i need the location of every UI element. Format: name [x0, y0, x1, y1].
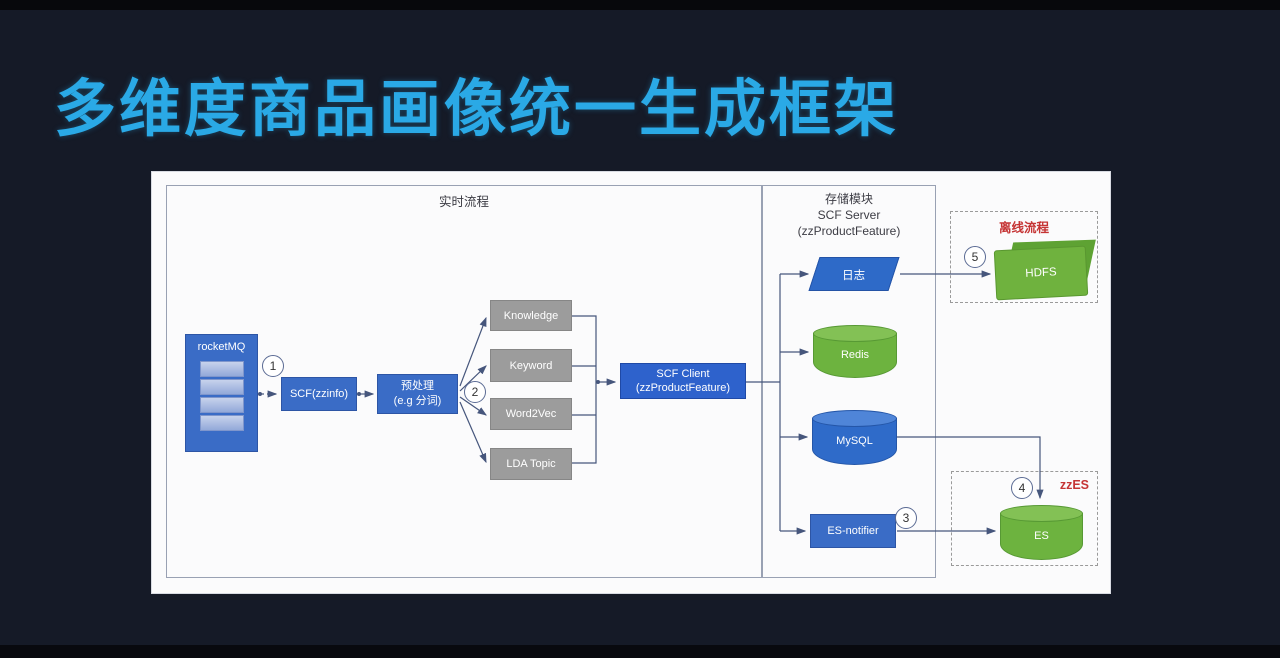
mysql-cylinder-top: [812, 410, 897, 427]
letterbox-bottom: [0, 645, 1280, 658]
step-circle-4: 4: [1011, 477, 1033, 499]
offline-process-label: 离线流程: [998, 221, 1049, 235]
node-scf-client: SCF Client (zzProductFeature): [620, 363, 746, 399]
queue-row: [199, 379, 244, 395]
node-redis-cylinder: Redis: [813, 325, 897, 378]
message-queue-graphic: [199, 361, 244, 433]
mysql-label: MySQL: [836, 434, 873, 447]
zzes-group: zzES: [951, 471, 1098, 566]
queue-row: [199, 361, 244, 377]
scf-client-line1: SCF Client: [656, 368, 710, 380]
es-label: ES: [1034, 529, 1049, 542]
hdfs-label: HDFS: [993, 245, 1089, 301]
es-cylinder-top: [1000, 505, 1083, 522]
offline-process-group: 离线流程: [950, 211, 1098, 303]
queue-row: [199, 415, 244, 431]
node-hdfs: HDFS: [993, 239, 1096, 301]
storage-label-line2: SCF Server: [817, 208, 881, 222]
node-es-notifier: ES-notifier: [810, 514, 896, 548]
section-storage-label: 存储模块 SCF Server (zzProductFeature): [763, 191, 935, 239]
section-storage: 存储模块 SCF Server (zzProductFeature): [762, 185, 936, 578]
step-circle-3: 3: [895, 507, 917, 529]
node-mysql-cylinder: MySQL: [812, 410, 897, 465]
node-rocketmq: rocketMQ: [185, 334, 258, 452]
node-word2vec: Word2Vec: [490, 398, 572, 430]
node-preprocess: 预处理 (e.g 分词): [377, 374, 458, 414]
storage-label-line1: 存储模块: [824, 192, 873, 206]
step-circle-2: 2: [464, 381, 486, 403]
node-knowledge: Knowledge: [490, 300, 572, 331]
rocketmq-label: rocketMQ: [197, 341, 246, 353]
redis-cylinder-top: [813, 325, 897, 342]
zzes-label: zzES: [1059, 478, 1089, 492]
step-circle-1: 1: [262, 355, 284, 377]
connector-lines: [258, 270, 1044, 535]
scf-client-line2: (zzProductFeature): [635, 382, 731, 394]
diagram-panel: 实时流程 存储模块 SCF Server (zzProductFeature) …: [152, 172, 1110, 593]
storage-label-line3: (zzProductFeature): [797, 224, 901, 238]
node-lda-topic: LDA Topic: [490, 448, 572, 480]
page-title: 多维度商品画像统一生成框架: [54, 75, 900, 144]
redis-label: Redis: [840, 348, 870, 361]
log-label: 日志: [842, 270, 866, 282]
node-scf-zzinfo: SCF(zzinfo): [281, 377, 357, 411]
queue-row: [199, 397, 244, 413]
node-log-parallelogram: 日志: [808, 257, 900, 291]
node-keyword: Keyword: [490, 349, 572, 382]
letterbox-top: [0, 0, 1280, 10]
step-circle-5: 5: [964, 246, 986, 268]
preprocess-line2: (e.g 分词): [393, 395, 442, 407]
preprocess-line1: 预处理: [401, 380, 434, 392]
section-realtime-label: 实时流程: [438, 195, 489, 209]
node-es-cylinder: ES: [1000, 505, 1083, 560]
